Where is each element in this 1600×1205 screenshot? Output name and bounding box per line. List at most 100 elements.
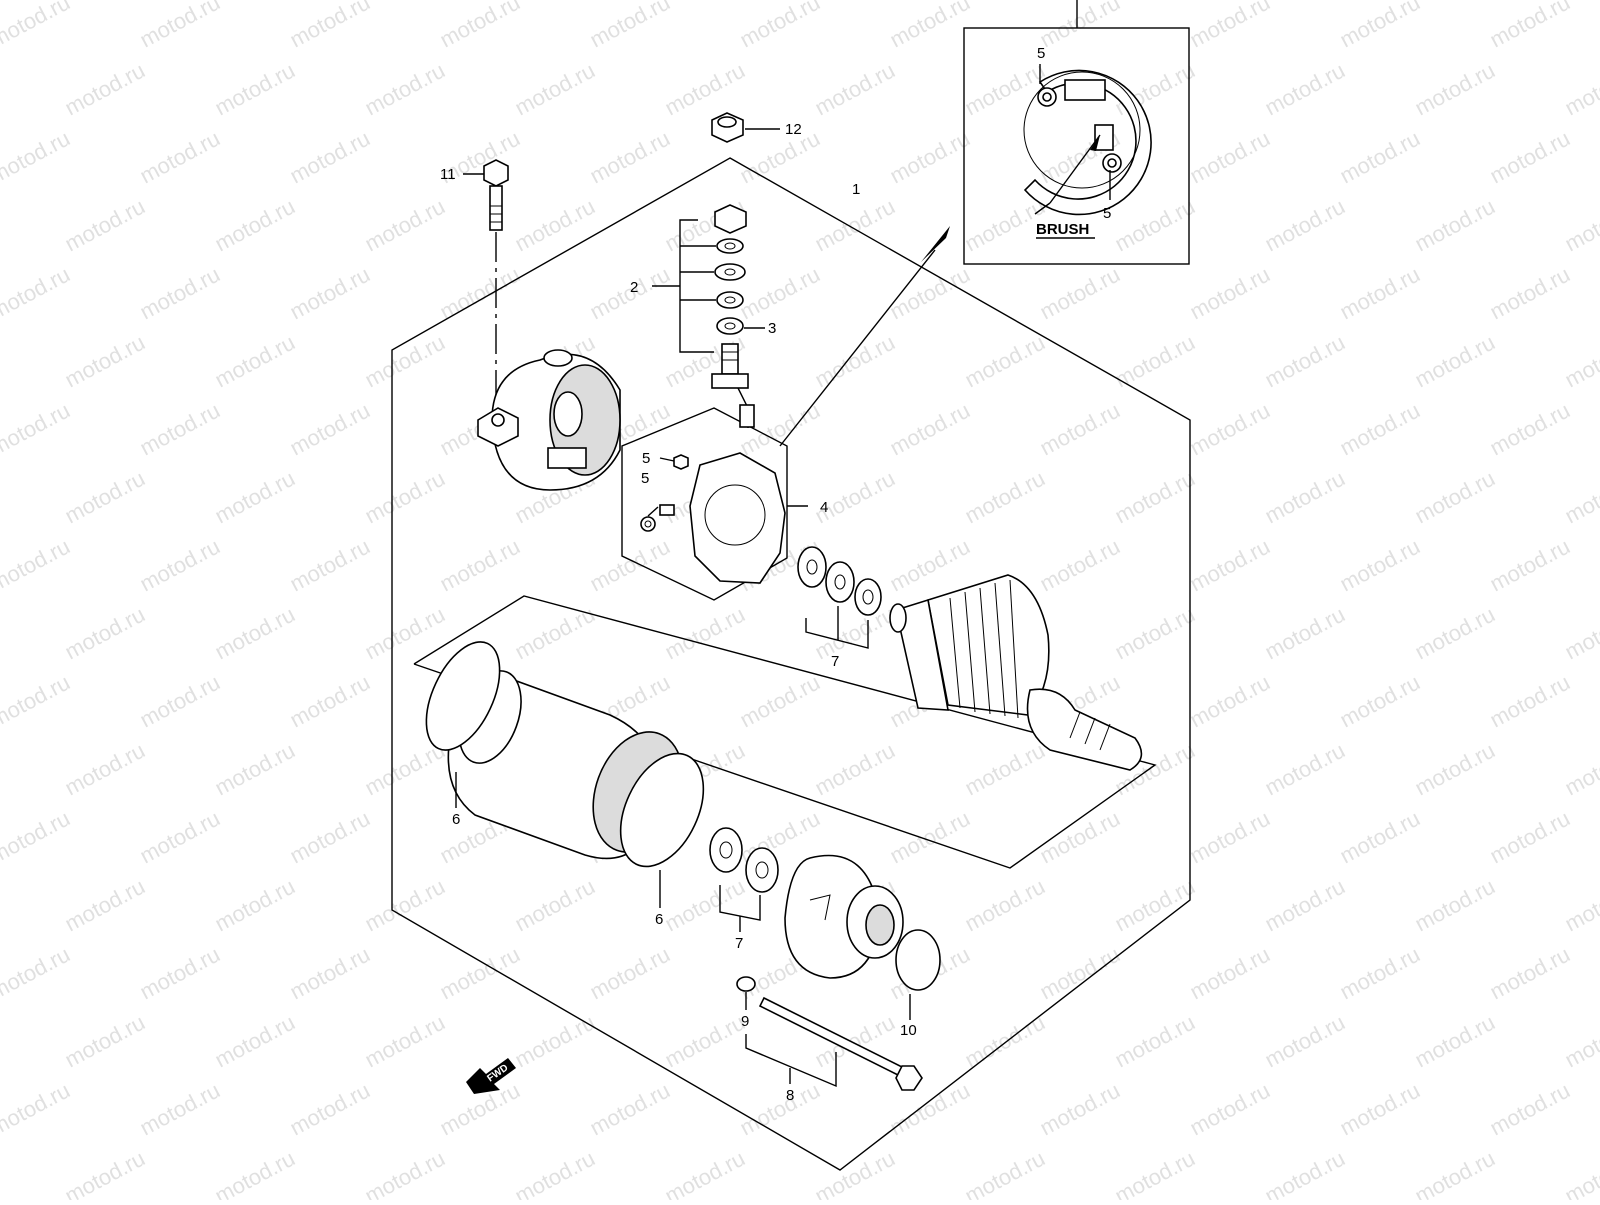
callout-7-upper: 7 [831,653,839,670]
watermark-text: motod.ru [1411,58,1499,121]
callout-10: 10 [900,1022,917,1039]
watermark-text: motod.ru [61,330,149,393]
watermark-text: motod.ru [1336,398,1424,461]
rear-end-cover [477,349,621,491]
inset-pointer-wedge [921,226,950,262]
watermark-text: motod.ru [961,330,1049,393]
watermark-text: motod.ru [1411,330,1499,393]
watermark-text: motod.ru [211,194,299,257]
watermark-text: motod.ru [886,398,974,461]
watermark-text: motod.ru [1261,874,1349,937]
brush-holder-outline [621,407,788,601]
callout-8: 8 [786,1087,794,1104]
brush-pointer [1049,134,1101,204]
watermark-text: motod.ru [1561,602,1600,665]
inset-pointer-line [779,249,936,447]
watermark-text: motod.ru [1411,874,1499,937]
watermark-text: motod.ru [1261,1010,1349,1073]
watermark-text: motod.ru [1186,534,1274,597]
watermark-text: motod.ru [736,0,824,52]
watermark-text: motod.ru [0,262,74,325]
inset-brush-plate [1023,64,1152,216]
watermark-text: motod.ru [511,602,599,665]
watermark-text: motod.ru [1561,466,1600,529]
watermark-text: motod.ru [1261,738,1349,801]
watermark-text: motod.ru [961,466,1049,529]
watermark-text: motod.ru [0,942,74,1005]
watermark-text: motod.ru [1561,58,1600,121]
watermark-text: motod.ru [1036,534,1124,597]
watermark-text: motod.ru [436,262,524,325]
part-6-o-ring-front [425,641,501,751]
watermark-text: motod.ru [736,126,824,189]
armature [889,574,1143,771]
callout-5-screw: 5 [642,450,650,467]
watermark-text: motod.ru [961,1146,1049,1200]
watermark-text: motod.ru [0,806,74,869]
callout-4: 4 [820,499,828,516]
callout-2: 2 [630,279,638,296]
watermark-text: motod.ru [1486,398,1574,461]
part-7-washers-upper [797,546,882,616]
watermark-text: motod.ru [361,466,449,529]
watermark-text: motod.ru [286,262,374,325]
watermark-text: motod.ru [136,806,224,869]
callout-5-inset-bottom: 5 [1103,205,1111,222]
watermark-text: motod.ru [1486,262,1574,325]
watermark-text: motod.ru [211,874,299,937]
part-7-bracket-upper [805,618,869,649]
watermark-text: motod.ru [136,670,224,733]
watermark-text: motod.ru [1261,466,1349,529]
watermark-text: motod.ru [61,874,149,937]
watermark-text: motod.ru [961,738,1049,801]
watermark-text: motod.ru [661,874,749,937]
watermark-text: motod.ru [136,262,224,325]
watermark-text: motod.ru [1036,0,1124,52]
part-12-nut [711,112,744,143]
watermark-text: motod.ru [1561,1146,1600,1200]
part-4-brush-holder [640,452,786,584]
watermark-text: motod.ru [1561,330,1600,393]
watermark-text: motod.ru [1561,1010,1600,1073]
watermark-text: motod.ru [1561,194,1600,257]
watermark-text: motod.ru [1261,1146,1349,1200]
watermark-text: motod.ru [1036,262,1124,325]
watermark-text: motod.ru [436,942,524,1005]
watermark-text: motod.ru [511,58,599,121]
watermark-text: motod.ru [211,1010,299,1073]
callout-5-inset-top: 5 [1037,45,1045,62]
watermark-text: motod.ru [1411,194,1499,257]
watermark-text: motod.ru [1486,534,1574,597]
part-6-o-ring-rear [619,752,705,868]
watermark-text: motod.ru [661,1146,749,1200]
watermark-text: motod.ru [1411,1146,1499,1200]
watermark-text: motod.ru [1561,738,1600,801]
watermark-text: motod.ru [1111,1010,1199,1073]
watermark-text: motod.ru [61,58,149,121]
watermark-text: motod.ru [211,330,299,393]
watermark-text: motod.ru [811,1146,899,1200]
watermark-text: motod.ru [661,1010,749,1073]
watermark-text: motod.ru [811,466,899,529]
part-8-through-bolt [758,996,923,1091]
callout-9: 9 [741,1013,749,1030]
watermark-text: motod.ru [811,58,899,121]
front-housing [784,854,904,979]
watermark-text: motod.ru [0,398,74,461]
watermark-text: motod.ru [61,738,149,801]
watermark-text: motod.ru [136,1078,224,1141]
watermark-text: motod.ru [586,1078,674,1141]
watermark-text: motod.ru [211,1146,299,1200]
watermark-text: motod.ru [0,1078,74,1141]
watermark-text: motod.ru [961,58,1049,121]
watermark-text: motod.ru [1186,1078,1274,1141]
watermark-text: motod.ru [286,534,374,597]
watermark-text: motod.ru [1336,262,1424,325]
callout-7-lower: 7 [735,935,743,952]
watermark-text: motod.ru [661,602,749,665]
watermark-text: motod.ru [961,874,1049,937]
callout-labels: 1 2 3 4 5 5 5 5 6 6 7 7 8 9 10 11 12 [440,45,1111,1104]
watermark-text: motod.ru [1186,126,1274,189]
watermark-text: motod.ru [136,942,224,1005]
